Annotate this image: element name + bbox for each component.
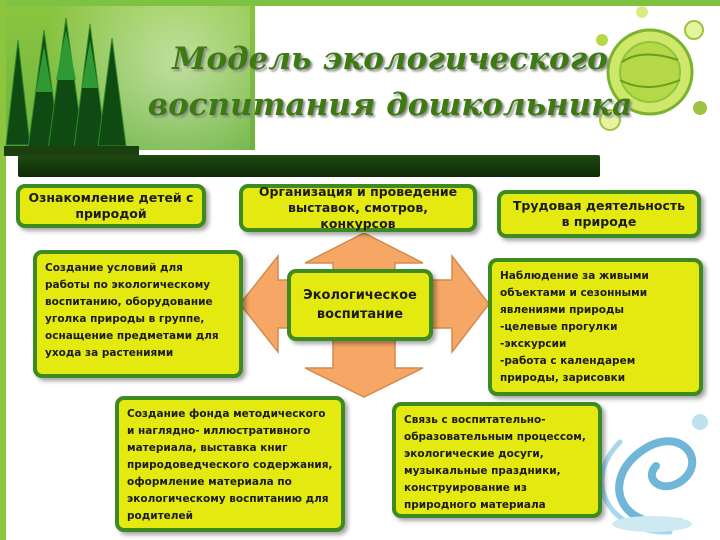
water-swirl-icon [599,414,708,535]
right-box-line: -работа с календарем природы, зарисовки [500,355,636,384]
header-box-left: Ознакомление детей с природой [16,184,206,228]
bottom-right-box-text: Связь с воспитательно-образовательным пр… [404,414,586,511]
title-line2: воспитания дошкольника [147,87,633,123]
left-box-text: Создание условий для работы по экологиче… [45,262,219,359]
page-title: Модель экологического воспитания дошколь… [130,36,650,128]
title-underline-bar [18,155,600,177]
eco-globe-icon [596,6,707,131]
bottom-left-box: Создание фонда методического и наглядно-… [115,396,345,532]
pine-trees-icon [4,17,139,156]
center-box-text: Экологическое воспитание [303,288,417,322]
header-box-left-text: Ознакомление детей с природой [28,190,194,221]
header-box-right-text: Трудовая деятельность в природе [512,198,686,229]
title-line1: Модель экологического [172,41,608,77]
frame-left [0,0,6,540]
header-box-middle-text: Организация и проведение выставок, смотр… [258,184,458,231]
right-box-line: -экскурсии [500,338,567,350]
right-box-line: -целевые прогулки [500,321,618,333]
header-box-right: Трудовая деятельность в природе [497,190,701,238]
frame-top [0,0,720,6]
right-box-line: Наблюдение за живыми объектами и сезонны… [500,270,649,316]
bottom-right-box: Связь с воспитательно-образовательным пр… [392,402,602,518]
center-box: Экологическое воспитание [287,269,433,341]
header-box-middle: Организация и проведение выставок, смотр… [239,184,477,232]
bottom-left-box-text: Создание фонда методического и наглядно-… [127,408,333,522]
right-box: Наблюдение за живыми объектами и сезонны… [488,258,703,396]
left-box: Создание условий для работы по экологиче… [33,250,243,378]
